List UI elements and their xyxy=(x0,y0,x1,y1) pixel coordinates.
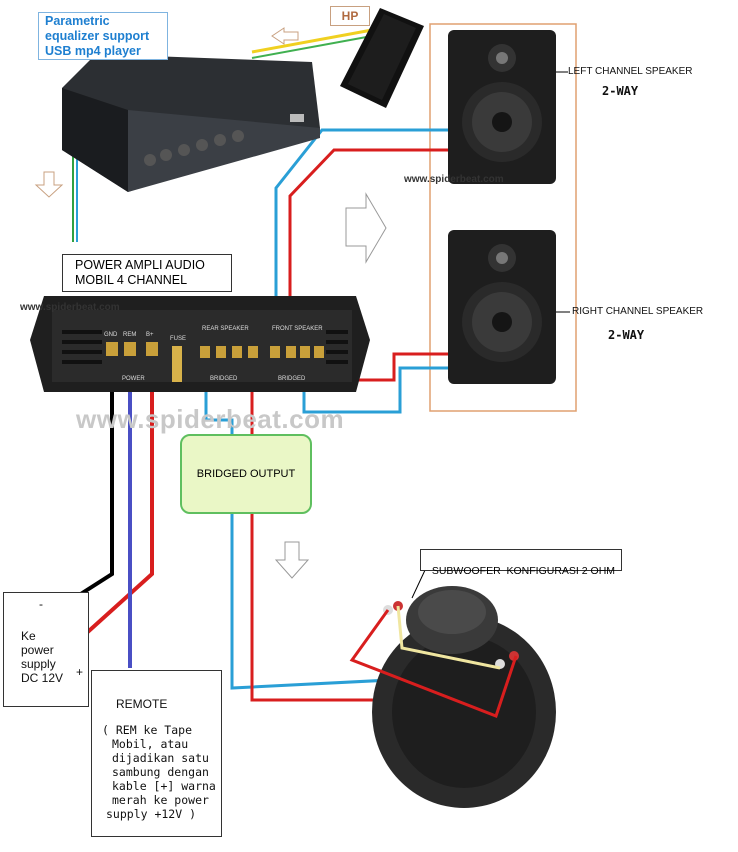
arrow-down-icon xyxy=(34,171,64,198)
remote-line1: ( REM ke Tape xyxy=(102,723,193,737)
amp-label-line2: MOBIL 4 CHANNEL xyxy=(75,273,188,287)
power-supply-line1: Ke xyxy=(21,629,36,643)
wire-red-bplus xyxy=(68,352,154,650)
remote-box: REMOTE ( REM ke Tape Mobil, atau dijadik… xyxy=(91,670,222,837)
eq-label-line3: USB mp4 player xyxy=(45,44,141,58)
remote-line3: dijadikan satu xyxy=(112,751,209,765)
amp-terminal-bplus: B+ xyxy=(146,332,154,338)
left-speaker-type: 2-WAY xyxy=(602,84,639,98)
amp-label-box: POWER AMPLI AUDIO MOBIL 4 CHANNEL xyxy=(62,254,232,292)
power-supply-line2: power xyxy=(21,643,54,657)
subwoofer xyxy=(349,567,556,808)
remote-line4: sambung dengan xyxy=(112,765,209,779)
wire-black-gnd xyxy=(38,352,114,622)
arrow-left-icon xyxy=(271,27,299,45)
watermark-small-amp: www.spiderbeat.com xyxy=(20,302,120,313)
amp-terminal-front: FRONT SPEAKER xyxy=(272,326,323,332)
power-supply-box: - Ke power supply DC 12V + xyxy=(3,592,89,707)
eq-label-line1: Parametric xyxy=(45,14,110,28)
amp-terminal-bridged-left: BRIDGED xyxy=(210,376,238,382)
wire-red-left xyxy=(288,148,448,316)
left-speaker xyxy=(448,30,556,184)
power-supply-minus: - xyxy=(39,597,43,611)
right-speaker-type: 2-WAY xyxy=(608,328,645,342)
remote-line5: kable [+] warna xyxy=(112,779,216,793)
eq-label-box: Parametric equalizer support USB mp4 pla… xyxy=(38,12,168,60)
amp-terminal-rear: REAR SPEAKER xyxy=(202,326,249,332)
amp-terminal-bridged-right: BRIDGED xyxy=(278,376,306,382)
bridged-output-box: BRIDGED OUTPUT xyxy=(180,434,312,514)
amp-terminal-gnd: GND xyxy=(104,332,118,338)
eq-label-line2: equalizer support xyxy=(45,29,150,43)
remote-line2: Mobil, atau xyxy=(112,737,189,751)
bridged-output-label: BRIDGED OUTPUT xyxy=(196,468,296,480)
wire-blue-left xyxy=(274,128,448,316)
amp-label-line1: POWER AMPLI AUDIO xyxy=(75,258,205,272)
left-speaker-label: LEFT CHANNEL SPEAKER xyxy=(568,66,693,77)
right-speaker xyxy=(448,230,556,384)
right-speaker-label: RIGHT CHANNEL SPEAKER xyxy=(572,306,704,317)
amp-terminal-rem: REM xyxy=(123,332,137,338)
watermark-small-speaker: www.spiderbeat.com xyxy=(404,174,504,185)
amplifier-unit xyxy=(30,296,370,392)
arrow-right-icon xyxy=(345,192,387,264)
power-supply-line4: DC 12V xyxy=(21,671,64,685)
wire-blue-bridged xyxy=(204,352,471,690)
phone-device xyxy=(340,8,424,108)
power-supply-line3: supply xyxy=(21,657,56,671)
power-supply-plus: + xyxy=(76,665,84,679)
remote-line7: supply +12V ) xyxy=(106,807,197,821)
hp-label: HP xyxy=(330,6,370,26)
subwoofer-label-box: SUBWOOFER KONFIGURASI 2 OHM xyxy=(420,549,622,577)
arrow-down-sub-icon xyxy=(274,541,310,579)
amp-terminal-fuse: FUSE xyxy=(170,336,187,342)
watermark-big: www.spiderbeat.com xyxy=(76,404,345,434)
remote-line6: merah ke power xyxy=(112,793,209,807)
equalizer-unit xyxy=(62,54,320,192)
amp-terminal-power: POWER xyxy=(122,376,145,382)
subwoofer-label: SUBWOOFER KONFIGURASI 2 OHM xyxy=(431,565,616,577)
remote-title: REMOTE xyxy=(116,697,168,711)
speaker-frame xyxy=(429,23,577,412)
